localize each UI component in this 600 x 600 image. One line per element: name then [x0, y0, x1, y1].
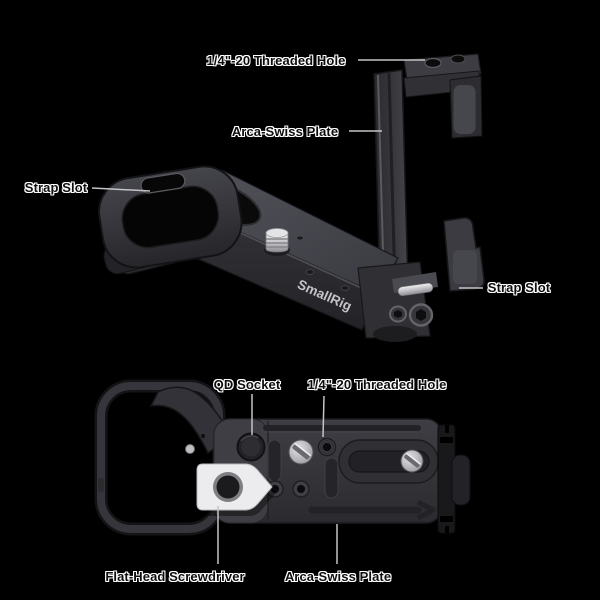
countersunk-hole — [296, 235, 304, 241]
threaded-hole-top-2 — [450, 54, 466, 64]
end-notch — [440, 437, 453, 443]
tool-hole — [216, 475, 240, 499]
loop-tab — [98, 478, 104, 492]
hook-inner-face — [453, 250, 477, 284]
rib — [324, 457, 339, 499]
flat-head-screwdriver-tool — [196, 463, 276, 516]
leader-strap-slot-left — [91, 187, 151, 192]
end-knob — [451, 454, 471, 506]
pivot-dot — [201, 434, 205, 438]
top-clamp — [403, 53, 483, 139]
strap-slot-hole-left — [140, 172, 186, 194]
countersunk-hole — [340, 285, 350, 291]
arm-base — [357, 261, 438, 342]
label-flat-head-screwdriver: Flat-Head Screwdriver — [105, 569, 245, 584]
label-strap-slot-right: Strap Slot — [487, 280, 551, 295]
leader-threaded-hole-bottom — [322, 395, 325, 438]
bottom-view-product — [94, 379, 471, 536]
arca-slot-assembly — [338, 439, 439, 484]
grip-loop — [98, 165, 243, 269]
pivot-pin — [185, 444, 195, 454]
end-cap — [437, 424, 471, 534]
threaded-hole-top — [424, 57, 442, 69]
end-notch — [440, 516, 453, 522]
arm-foot — [373, 326, 417, 342]
slotted-screw — [288, 439, 314, 465]
groove-arrow — [416, 499, 436, 521]
threaded-hole — [266, 480, 284, 498]
quarter-inch-screw — [264, 228, 290, 256]
clamp-inner-face — [453, 85, 476, 134]
rib — [267, 439, 282, 482]
strap-slot-pin-right — [397, 282, 434, 297]
label-threaded-hole-bottom: 1/4"-20 Threaded Hole — [307, 377, 447, 392]
label-arca-swiss-top: Arca-Swiss Plate — [231, 124, 339, 139]
top-view-product: SmallRig — [98, 53, 485, 342]
label-threaded-hole-top: 1/4"-20 Threaded Hole — [206, 53, 346, 68]
countersunk-hole — [305, 269, 315, 275]
label-qd-socket: QD Socket — [213, 377, 281, 392]
leader-lines — [91, 59, 483, 564]
threaded-hole-bottom — [317, 437, 337, 457]
label-arca-swiss-bottom: Arca-Swiss Plate — [284, 569, 392, 584]
threaded-hole — [292, 480, 310, 498]
label-strap-slot-left: Strap Slot — [24, 180, 88, 195]
